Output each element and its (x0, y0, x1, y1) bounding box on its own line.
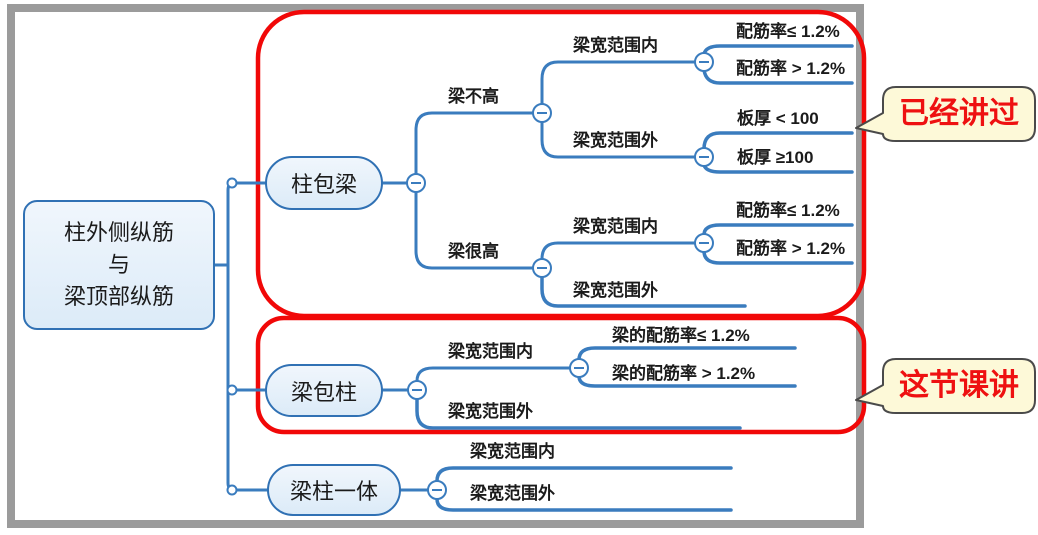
collapse-toggle-icon[interactable] (694, 52, 714, 72)
collapse-toggle-icon[interactable] (406, 173, 426, 193)
leaf-ratio-gt[interactable]: 配筋率 > 1.2% (736, 59, 846, 78)
topic-out-range[interactable]: 梁宽范围外 (573, 131, 658, 150)
topic-in-range[interactable]: 梁宽范围内 (573, 217, 658, 236)
leaf-out-range[interactable]: 梁宽范围外 (573, 281, 658, 300)
collapse-toggle-icon[interactable] (694, 147, 714, 167)
leaf-out-range[interactable]: 梁宽范围外 (470, 484, 555, 503)
leaf-ratio-le[interactable]: 配筋率≤ 1.2% (736, 201, 840, 220)
topic-liang-hen-gao[interactable]: 梁很高 (448, 242, 499, 261)
callout-text-lesson: 这节课讲 (899, 369, 1019, 402)
collapse-toggle-icon[interactable] (532, 258, 552, 278)
highlight-box-lesson (255, 315, 867, 435)
leaf-ratio-gt[interactable]: 配筋率 > 1.2% (736, 239, 846, 258)
topic-in-range[interactable]: 梁宽范围内 (448, 342, 533, 361)
topic-in-range[interactable]: 梁宽范围内 (573, 36, 658, 55)
leaf-slab-lt-100[interactable]: 板厚 < 100 (737, 109, 819, 128)
branch-connectors (213, 44, 854, 512)
callout-bubble-covered[interactable] (855, 86, 1036, 142)
junction-dot (226, 384, 238, 396)
topic-zhu-bao-liang[interactable]: 柱包梁 (265, 156, 383, 210)
callout-text-covered: 已经讲过 (899, 97, 1019, 130)
leaf-ratio-le[interactable]: 配筋率≤ 1.2% (736, 22, 840, 41)
root-topic[interactable]: 柱外侧纵筋 与 梁顶部纵筋 (23, 200, 215, 330)
topic-liang-bao-zhu[interactable]: 梁包柱 (265, 364, 383, 417)
callout-bubbles (855, 86, 1036, 414)
leaf-out-range[interactable]: 梁宽范围外 (448, 402, 533, 421)
callout-bubble-lesson[interactable] (855, 358, 1036, 414)
topic-liang-zhu-yi-ti[interactable]: 梁柱一体 (267, 464, 401, 516)
collapse-toggle-icon[interactable] (427, 480, 447, 500)
junction-dots (226, 177, 238, 496)
collapse-toggle-icon[interactable] (694, 233, 714, 253)
collapse-toggles (406, 52, 714, 500)
leaf-beam-ratio-le[interactable]: 梁的配筋率≤ 1.2% (612, 326, 750, 345)
junction-dot (226, 177, 238, 189)
leaf-slab-ge-100[interactable]: 板厚 ≥100 (737, 148, 814, 167)
topic-liang-bu-gao[interactable]: 梁不高 (448, 87, 499, 106)
collapse-toggle-icon[interactable] (569, 358, 589, 378)
junction-dot (226, 484, 238, 496)
leaf-beam-ratio-gt[interactable]: 梁的配筋率 > 1.2% (612, 364, 756, 383)
leaf-in-range[interactable]: 梁宽范围内 (470, 442, 555, 461)
collapse-toggle-icon[interactable] (407, 380, 427, 400)
collapse-toggle-icon[interactable] (532, 103, 552, 123)
